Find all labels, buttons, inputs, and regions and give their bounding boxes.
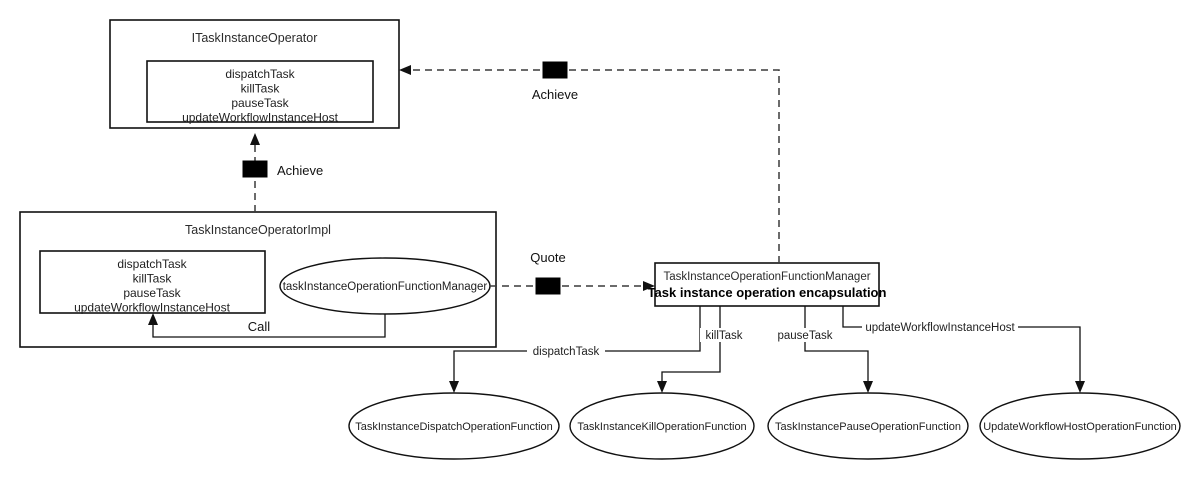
impl-title: TaskInstanceOperatorImpl	[185, 223, 331, 237]
node-dispatch-function[interactable]: TaskInstanceDispatchOperationFunction	[348, 392, 560, 460]
achieve-top-label: Achieve	[532, 87, 578, 102]
edge-quote-field-to-manager[interactable]: Quote	[490, 250, 655, 295]
dispatch-label-bg	[527, 344, 605, 358]
pause-label-bg	[772, 328, 838, 342]
manager-rect	[654, 262, 880, 307]
call-arrowhead	[148, 313, 158, 325]
manager-title: TaskInstanceOperationFunctionManager	[663, 271, 870, 283]
impl-members-rect	[39, 250, 266, 314]
kill-label-bg	[700, 328, 748, 342]
update-arrowhead	[1075, 381, 1085, 393]
achieve-top-marker	[542, 61, 568, 79]
achieve-top-line	[409, 69, 780, 263]
pause-line	[804, 306, 869, 383]
interface-member-0: dispatchTask	[225, 67, 295, 81]
update-line	[842, 306, 1081, 383]
quote-arrowhead	[643, 281, 655, 291]
achieve-top-arrowhead	[399, 65, 411, 75]
edge-achieve-impl-to-interface[interactable]: Achieve	[242, 133, 323, 212]
kill-label: killTask	[705, 330, 742, 342]
interface-member-3: updateWorkflowInstanceHost	[182, 111, 339, 125]
impl-field-ellipse-label: taskInstanceOperationFunctionManager	[283, 281, 488, 293]
interface-title: ITaskInstanceOperator	[192, 31, 318, 45]
call-line	[152, 314, 386, 338]
pause-arrowhead	[863, 381, 873, 393]
update-label: updateWorkflowInstanceHost	[865, 322, 1015, 334]
achieve-left-marker	[242, 160, 268, 178]
manager-subtitle: Task instance operation encapsulation	[648, 285, 887, 300]
kill-function-label: TaskInstanceKillOperationFunction	[577, 421, 746, 433]
pause-label: pauseTask	[778, 330, 833, 342]
node-taskinstanceoperationfunctionmanager[interactable]: TaskInstanceOperationFunctionManager Tas…	[648, 262, 887, 307]
impl-member-0: dispatchTask	[117, 257, 187, 271]
kill-arrowhead	[657, 381, 667, 393]
interface-members-rect	[146, 60, 374, 123]
kill-line	[661, 306, 721, 383]
node-pause-function[interactable]: TaskInstancePauseOperationFunction	[767, 392, 969, 460]
dispatch-function-label: TaskInstanceDispatchOperationFunction	[355, 421, 553, 433]
interface-member-2: pauseTask	[231, 96, 289, 110]
update-label-bg	[862, 320, 1018, 334]
impl-member-1: killTask	[133, 272, 173, 286]
achieve-left-label: Achieve	[277, 163, 323, 178]
edge-pause[interactable]: pauseTask	[772, 306, 873, 393]
call-label: Call	[248, 319, 271, 334]
update-function-label: UpdateWorkflowHostOperationFunction	[983, 421, 1177, 433]
edge-achieve-manager-to-interface[interactable]: Achieve	[399, 61, 780, 263]
achieve-left-arrowhead	[250, 133, 260, 145]
node-itaskinstanceoperator[interactable]: ITaskInstanceOperator dispatchTask killT…	[109, 19, 400, 129]
interface-member-1: killTask	[241, 82, 281, 96]
quote-label: Quote	[530, 250, 565, 265]
pause-function-label: TaskInstancePauseOperationFunction	[775, 421, 961, 433]
dispatch-arrowhead	[449, 381, 459, 393]
impl-member-2: pauseTask	[123, 286, 181, 300]
dispatch-label: dispatchTask	[533, 346, 600, 358]
quote-marker	[535, 277, 561, 295]
edge-call-field-to-members[interactable]: Call	[148, 313, 386, 338]
edge-kill[interactable]: killTask	[657, 306, 748, 393]
impl-member-3: updateWorkflowInstanceHost	[74, 301, 231, 315]
edge-update[interactable]: updateWorkflowInstanceHost	[842, 306, 1085, 393]
node-update-function[interactable]: UpdateWorkflowHostOperationFunction	[979, 392, 1181, 460]
node-taskinstanceoperatorimpl[interactable]: TaskInstanceOperatorImpl dispatchTask ki…	[19, 211, 497, 348]
edge-dispatch[interactable]: dispatchTask	[449, 306, 701, 393]
node-kill-function[interactable]: TaskInstanceKillOperationFunction	[569, 392, 755, 460]
